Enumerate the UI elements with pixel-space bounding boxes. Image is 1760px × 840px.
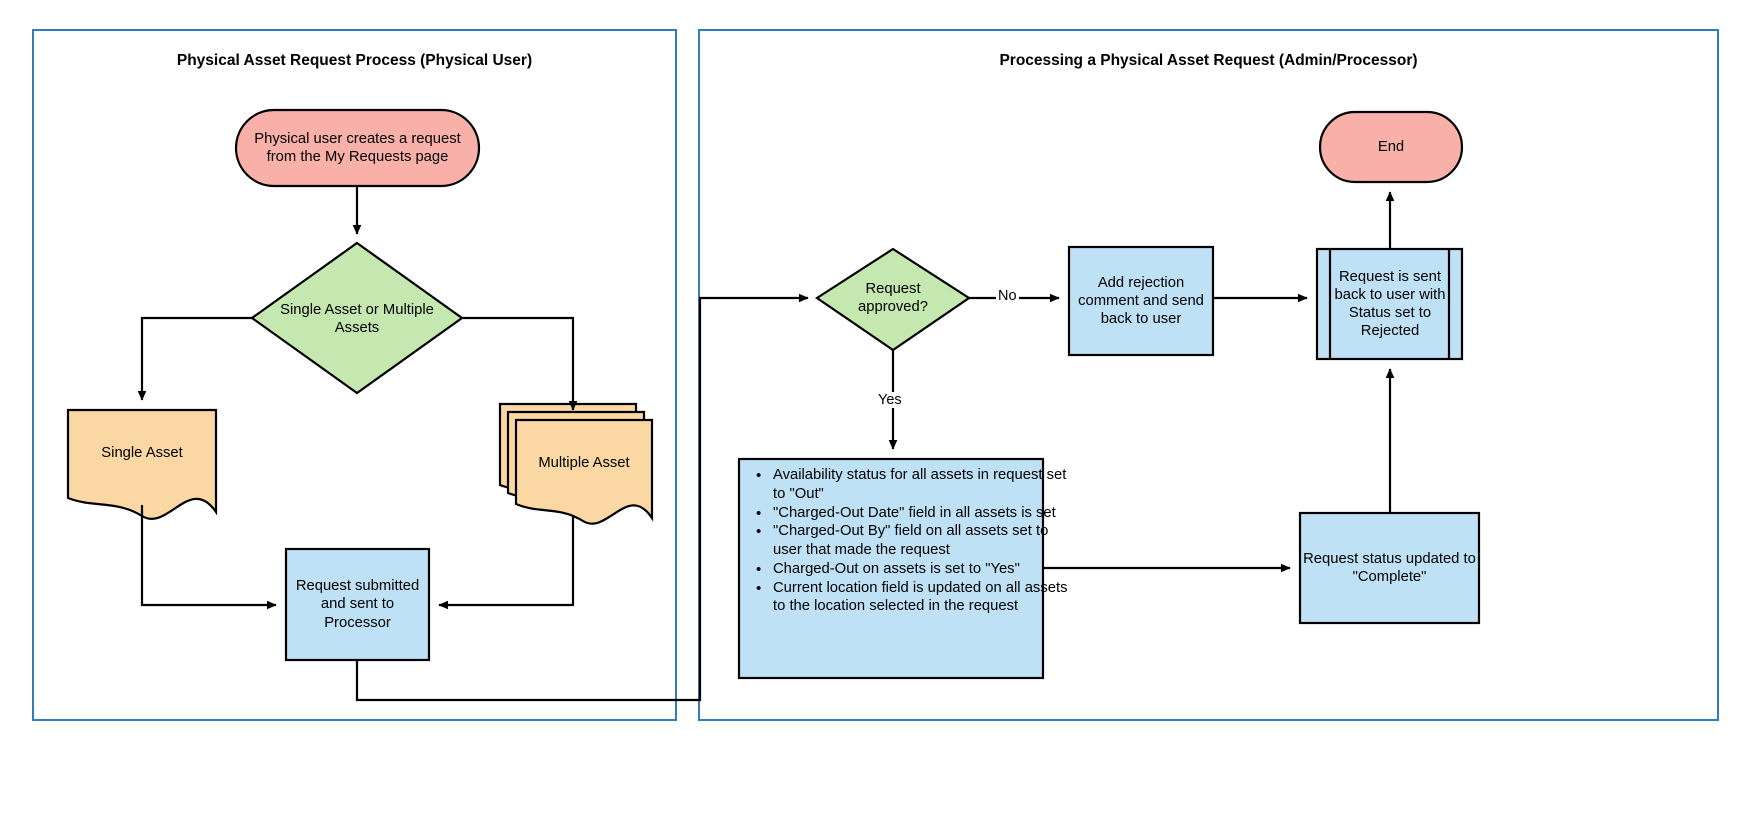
bullet-item: "Charged-Out Date" field in all assets i… [756,504,1077,523]
edge-label-no: No [996,288,1019,304]
edge-decision-to-multiple-asset [462,316,578,411]
node-end-shape [1318,110,1464,184]
node-multiple-asset-shape [514,418,654,525]
node-sent-back-rejected-shape [1315,247,1464,361]
node-start-shape [234,108,481,188]
edge-label-yes: Yes [876,392,904,408]
node-status-complete-shape [1298,511,1481,625]
panel-left-title: Physical Asset Request Process (Physical… [176,52,533,69]
node-approved-actions-bullets: Availability status for all assets in re… [739,466,1085,616]
edge-single-asset-to-request-submitted [140,505,277,610]
bullet-item: Charged-Out on assets is set to "Yes" [756,560,1077,579]
edge-multiple-asset-to-request-submitted [438,515,575,610]
node-request-approved-decision-shape [815,247,971,352]
edge-decision-to-single-asset [137,316,252,401]
panel-left-frame [32,29,677,721]
bullet-item: Availability status for all assets in re… [756,466,1077,504]
node-single-asset-shape [66,408,218,520]
node-add-rejection-shape [1067,245,1215,357]
node-request-submitted-shape [284,547,431,662]
panel-right-title: Processing a Physical Asset Request (Adm… [999,52,1418,69]
edge-request-submitted-to-request-approved [355,293,809,702]
bullet-item: "Charged-Out By" field on all assets set… [756,522,1077,560]
node-asset-count-decision-shape [250,241,464,395]
bullet-item: Current location field is updated on all… [756,579,1077,617]
